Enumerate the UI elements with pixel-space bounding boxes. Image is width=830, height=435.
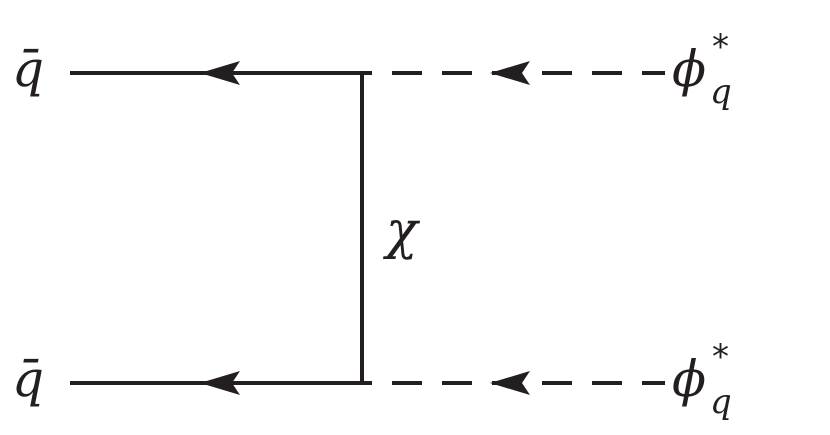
label-propagator: χ [382,201,421,261]
label-out-bottom-base: ϕ [672,350,706,408]
label-out-top-sup: * [712,27,729,67]
label-out-bottom-sup: * [712,337,729,377]
arrow-left-icon [490,61,530,85]
label-in-bottom: q̄ [12,350,44,408]
label-out-top-sub: q [710,72,732,112]
label-out-top-base: ϕ [672,40,706,98]
label-out-bottom-sub: q [710,382,732,422]
label-in-top: q̄ [12,40,44,98]
arrow-left-icon [200,371,240,395]
arrow-left-icon [200,61,240,85]
arrow-left-icon [490,371,530,395]
